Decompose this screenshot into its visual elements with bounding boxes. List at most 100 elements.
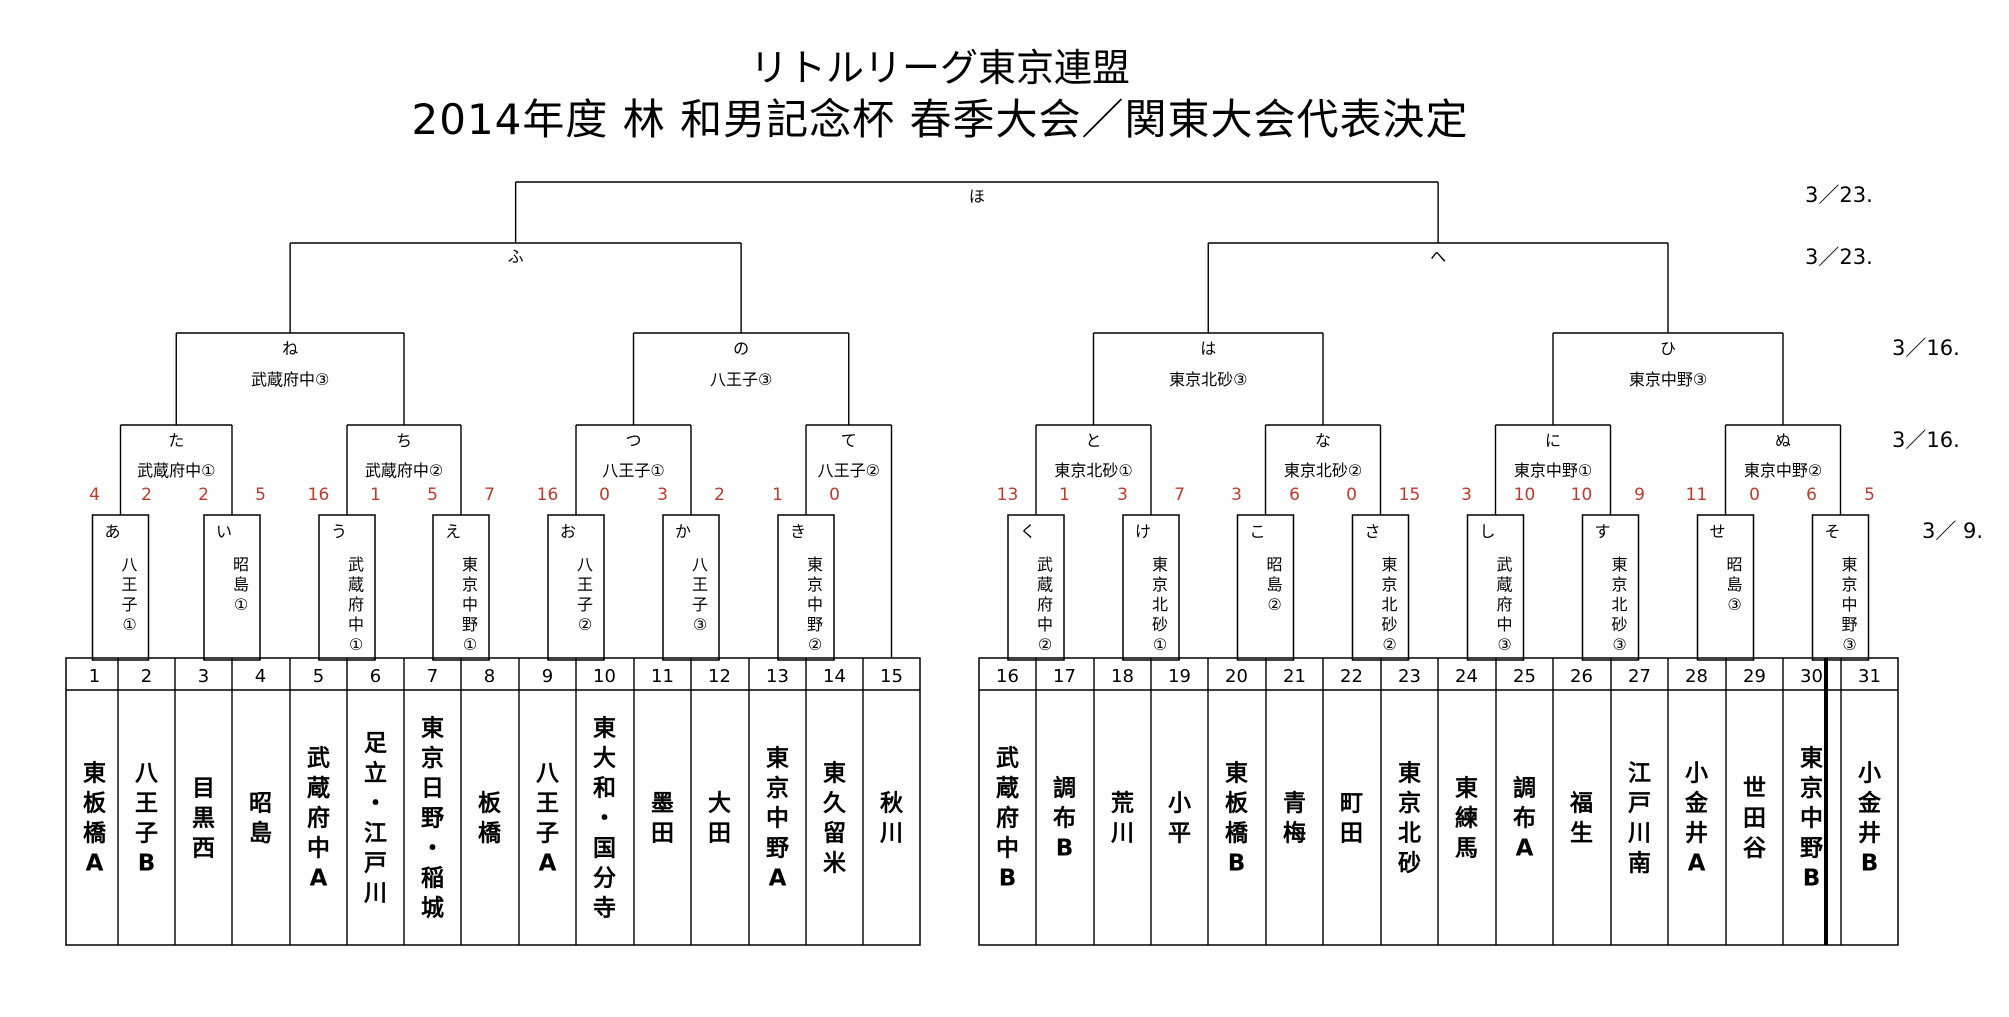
match-winner: 東京北砂③ bbox=[1169, 370, 1247, 389]
glyph: A bbox=[86, 851, 104, 877]
glyph: 府 bbox=[1037, 595, 1053, 614]
match-winner: 東京北砂① bbox=[1152, 555, 1168, 654]
glyph: 川 bbox=[1111, 821, 1134, 847]
score-right: 5 bbox=[255, 485, 266, 505]
team-name: 大田 bbox=[708, 791, 731, 847]
glyph: 梅 bbox=[1283, 820, 1306, 847]
glyph: 大 bbox=[708, 791, 731, 817]
glyph: 中 bbox=[462, 595, 478, 614]
seed-number: 6 bbox=[370, 666, 381, 687]
glyph: 板 bbox=[1225, 791, 1249, 817]
seed-number: 24 bbox=[1455, 666, 1478, 687]
glyph: 中 bbox=[996, 836, 1019, 862]
glyph: 城 bbox=[421, 895, 444, 922]
score-right: 15 bbox=[1399, 485, 1421, 505]
seed-number: 20 bbox=[1225, 666, 1248, 687]
glyph: 蔵 bbox=[1496, 575, 1512, 594]
score-right: 10 bbox=[1514, 485, 1536, 505]
glyph: 子 bbox=[577, 595, 593, 614]
glyph: B bbox=[1056, 836, 1074, 862]
match-kana: の bbox=[733, 339, 749, 358]
team-name: 福生 bbox=[1569, 791, 1593, 847]
glyph: 八 bbox=[121, 555, 137, 574]
bracket-labels: 1東板橋A2八王子B3目黒西4昭島5武蔵府中A6足立・江戸川7東京日野・稲城8板… bbox=[83, 187, 1882, 922]
glyph: 野 bbox=[807, 615, 823, 634]
glyph: ② bbox=[808, 635, 822, 654]
match-winner: 東京中野① bbox=[462, 555, 478, 654]
team-name: 東京北砂 bbox=[1398, 761, 1421, 877]
score-right: 1 bbox=[1059, 485, 1070, 505]
score-left: 6 bbox=[1806, 485, 1817, 505]
glyph: 北 bbox=[1611, 595, 1627, 614]
glyph: 東 bbox=[1152, 555, 1168, 574]
glyph: 井 bbox=[1858, 821, 1881, 847]
glyph: 京 bbox=[1381, 575, 1397, 594]
score-left: 11 bbox=[1686, 485, 1708, 505]
glyph: ・ bbox=[593, 806, 616, 832]
glyph: 東 bbox=[1800, 746, 1823, 772]
score-right: 7 bbox=[1174, 485, 1185, 505]
match-kana: な bbox=[1315, 431, 1331, 450]
score-left: 16 bbox=[537, 485, 559, 505]
glyph: 金 bbox=[1684, 790, 1709, 817]
glyph: 小 bbox=[1858, 761, 1881, 787]
title-league: リトルリーグ東京連盟 bbox=[749, 46, 1130, 90]
match-kana: た bbox=[168, 431, 184, 450]
glyph: A bbox=[769, 866, 787, 892]
glyph: 中 bbox=[307, 836, 330, 862]
score-left: 3 bbox=[1231, 485, 1242, 505]
seed-number: 27 bbox=[1628, 666, 1651, 687]
glyph: B bbox=[999, 866, 1017, 892]
glyph: 八 bbox=[135, 761, 159, 787]
glyph: 王 bbox=[536, 791, 559, 817]
glyph: 平 bbox=[1168, 821, 1191, 847]
match-kana: そ bbox=[1824, 522, 1840, 541]
glyph: 島 bbox=[249, 820, 272, 847]
glyph: 分 bbox=[593, 866, 616, 892]
match-kana: え bbox=[445, 522, 461, 541]
glyph: 武 bbox=[996, 746, 1019, 772]
glyph: 島 bbox=[1726, 575, 1742, 594]
glyph: ② bbox=[1267, 595, 1281, 614]
glyph: 砂 bbox=[1381, 615, 1397, 634]
glyph: 黒 bbox=[192, 806, 215, 832]
glyph: 北 bbox=[1381, 595, 1397, 614]
glyph: 府 bbox=[307, 805, 330, 832]
glyph: 京 bbox=[462, 575, 478, 594]
match-kana: へ bbox=[1430, 247, 1446, 266]
match-winner: 東京中野② bbox=[807, 555, 823, 654]
seed-number: 31 bbox=[1858, 666, 1881, 687]
glyph: 東 bbox=[1455, 776, 1478, 802]
date-first-round: 3／ 9. bbox=[1922, 519, 1983, 543]
seed-number: 4 bbox=[255, 666, 266, 687]
match-winner: 東京北砂① bbox=[1054, 461, 1132, 480]
seed-number: 8 bbox=[484, 666, 495, 687]
glyph: 寺 bbox=[593, 896, 616, 922]
score-right: 7 bbox=[484, 485, 495, 505]
match-winner: 東京北砂② bbox=[1381, 555, 1397, 654]
match-winner: 昭島① bbox=[233, 555, 249, 614]
glyph: B bbox=[138, 851, 156, 877]
match-kana: す bbox=[1594, 522, 1610, 541]
glyph: 京 bbox=[1398, 790, 1421, 817]
glyph: 島 bbox=[1266, 575, 1282, 594]
glyph: 橋 bbox=[83, 821, 107, 847]
seed-number: 12 bbox=[708, 666, 731, 687]
glyph: 田 bbox=[1340, 821, 1363, 847]
glyph: 調 bbox=[1053, 775, 1076, 802]
glyph: 武 bbox=[307, 746, 330, 772]
match-winner: 八王子③ bbox=[692, 555, 708, 634]
team-name: 足立・江戸川 bbox=[364, 731, 387, 907]
glyph: 馬 bbox=[1455, 836, 1478, 862]
glyph: 東 bbox=[1398, 761, 1421, 787]
match-kana: く bbox=[1020, 522, 1036, 541]
glyph: B bbox=[1228, 851, 1246, 877]
glyph: 東 bbox=[1381, 555, 1397, 574]
glyph: 中 bbox=[1496, 615, 1512, 634]
glyph: 京 bbox=[1841, 575, 1857, 594]
